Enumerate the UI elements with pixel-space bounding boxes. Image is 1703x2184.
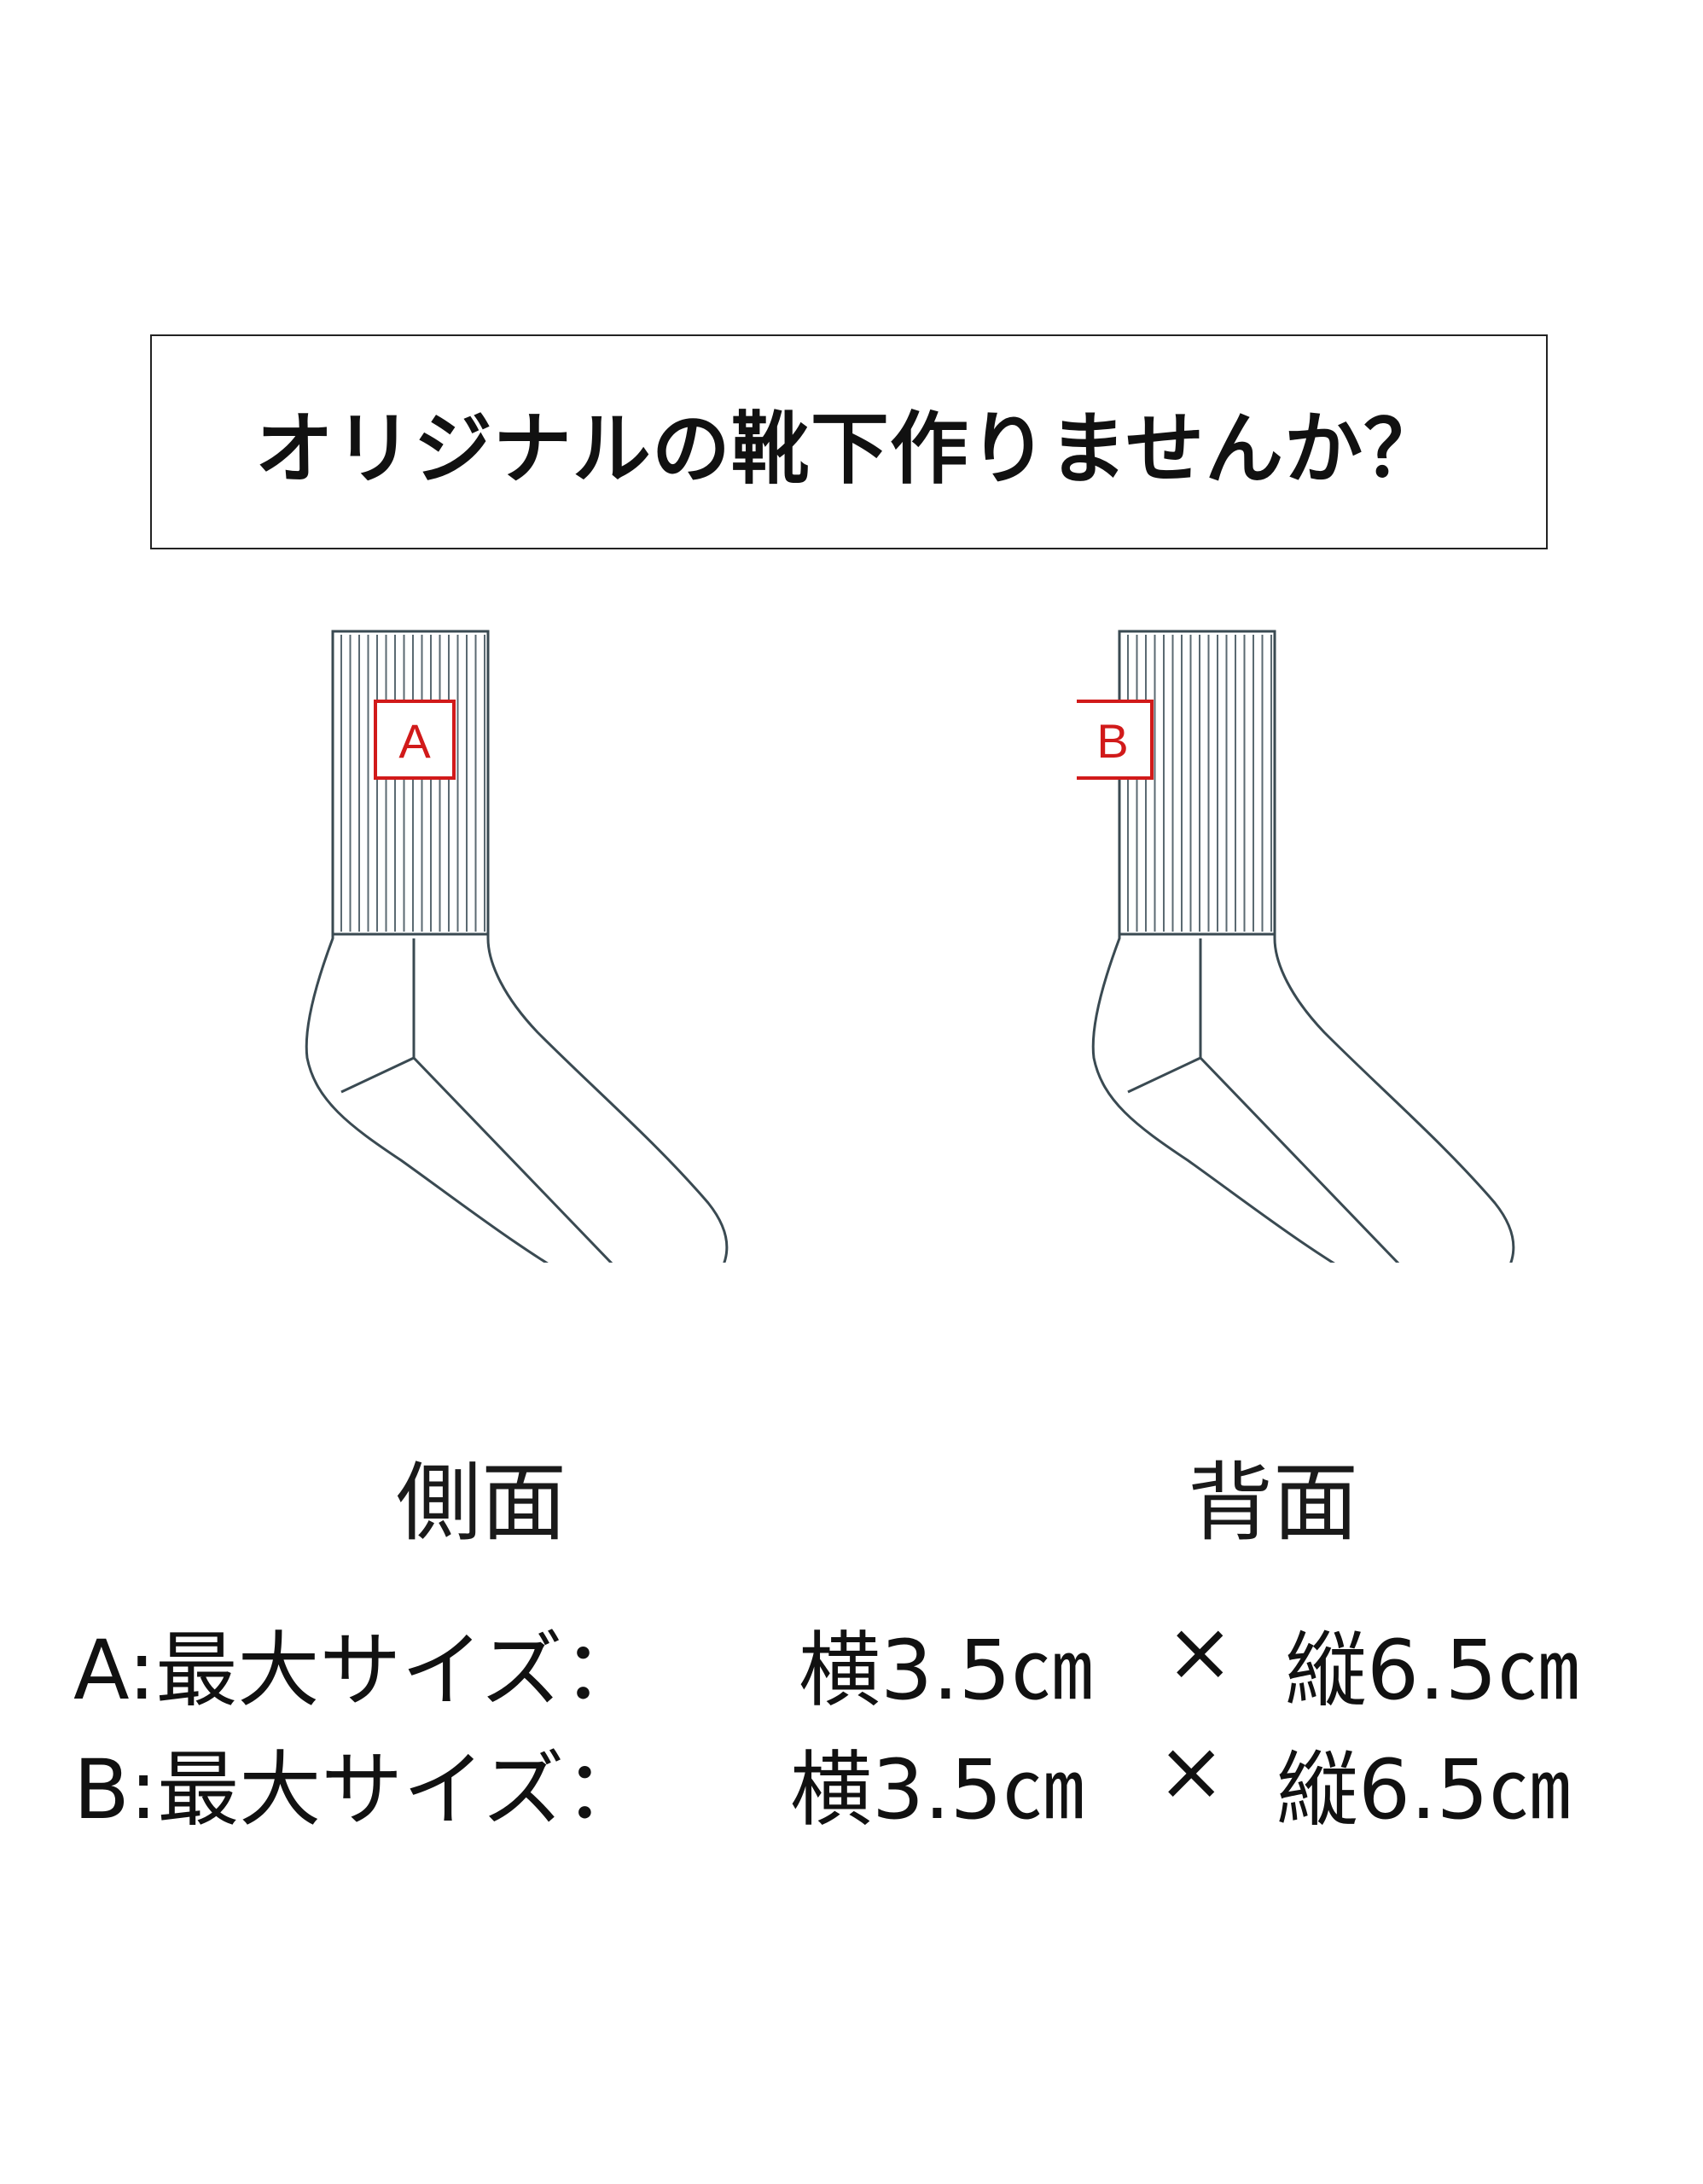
marker-label-b: B — [1096, 714, 1128, 768]
label-back-view: 背面 — [1188, 1453, 1358, 1553]
sock-side-illustration: A — [305, 630, 729, 1263]
marker-label-a: A — [398, 714, 431, 768]
spec-b-label: B:最大サイズ： — [73, 1742, 647, 1838]
spec-b-times: × — [1157, 1723, 1226, 1819]
spec-b-width: 横3.5㎝ — [790, 1742, 1084, 1838]
label-side-view: 側面 — [396, 1453, 567, 1553]
sock-back-illustration: B — [1077, 630, 1515, 1263]
spec-a-height: 縦6.5㎝ — [1285, 1623, 1579, 1718]
spec-a-label: A:最大サイズ： — [73, 1623, 645, 1718]
spec-a-width: 横3.5㎝ — [799, 1623, 1093, 1718]
title-banner: オリジナルの靴下作りませんか？ — [150, 334, 1548, 549]
spec-b-height: 縦6.5㎝ — [1276, 1742, 1571, 1838]
marker-box-a — [374, 700, 456, 780]
sock-side-view: A — [290, 614, 751, 1263]
spec-a-times: × — [1165, 1604, 1235, 1699]
marker-box-b — [1077, 700, 1154, 780]
spec-row-b: B:最大サイズ： 横3.5㎝ × 縦6.5㎝ — [73, 1723, 1677, 1838]
spec-row-a: A:最大サイズ： 横3.5㎝ × 縦6.5㎝ — [73, 1604, 1677, 1718]
sock-back-view: B — [1077, 614, 1537, 1263]
page-title: オリジナルの靴下作りませんか？ — [254, 402, 1444, 495]
